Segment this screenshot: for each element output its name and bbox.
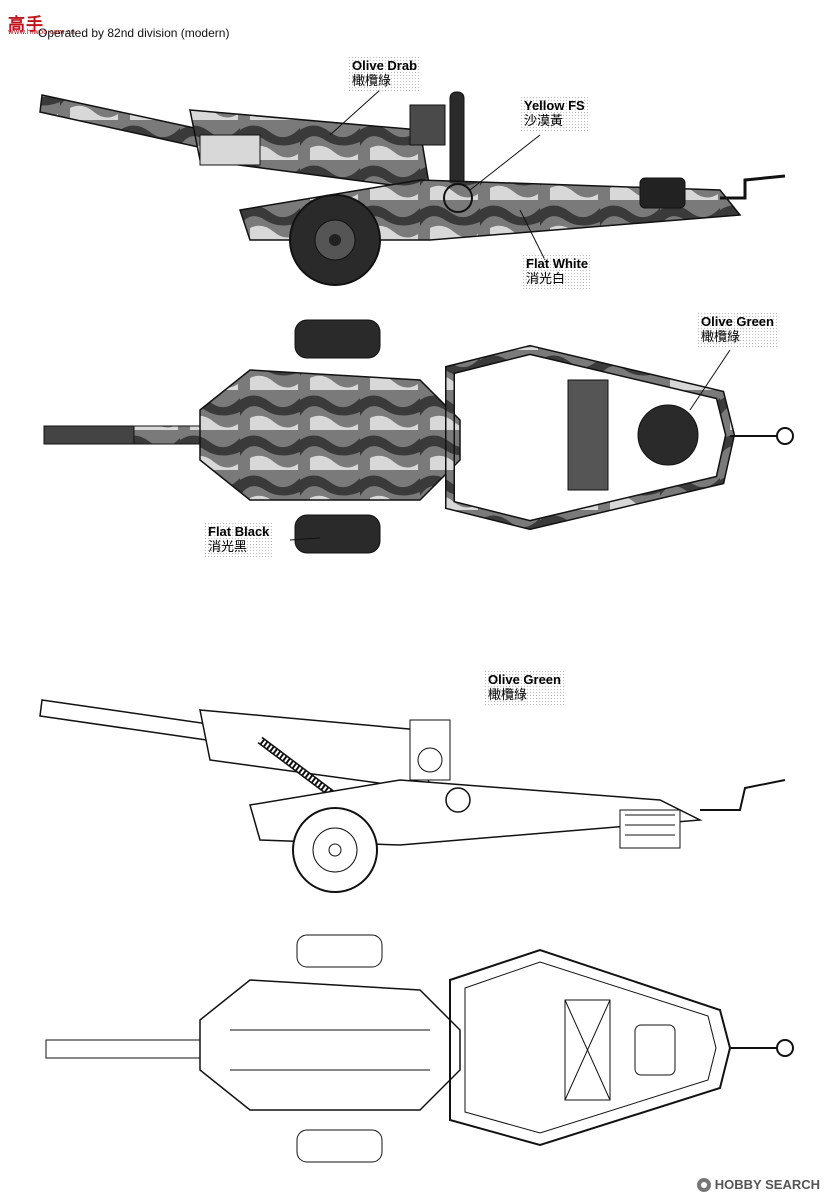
label-flat-black: Flat Black 消光黑 [204, 522, 274, 558]
page-caption: Operated by 82nd division (modern) [38, 26, 230, 40]
label-olive-green-top: Olive Green 橄欖綠 [697, 312, 778, 348]
hobby-search-watermark: HOBBY SEARCH [696, 1177, 820, 1192]
watermark-text: HOBBY SEARCH [714, 1177, 820, 1192]
howitzer-side-view-lineart [39, 699, 786, 893]
hobby-search-logo-icon [696, 1177, 711, 1192]
label-olive-green-side: Olive Green 橄欖綠 [484, 670, 565, 706]
label-olive-drab: Olive Drab 橄欖綠 [348, 56, 422, 92]
label-yellow-fs: Yellow FS 沙漠黃 [520, 96, 589, 132]
howitzer-top-view-camo [43, 319, 794, 554]
howitzer-side-view-camo [39, 89, 786, 286]
logo-text: 高手 [8, 15, 44, 35]
site-logo: 高手 www.hiwoo.com.cn [4, 4, 75, 38]
logo-url: www.hiwoo.com.cn [8, 28, 75, 36]
label-flat-white: Flat White 消光白 [522, 254, 593, 290]
howitzer-top-view-lineart [45, 934, 794, 1163]
